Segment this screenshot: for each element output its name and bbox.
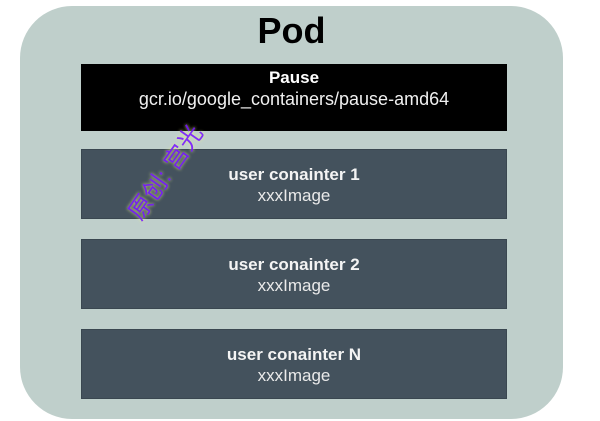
user-container-n: user conainter N xxxImage: [81, 329, 507, 399]
pause-container-image: gcr.io/google_containers/pause-amd64: [138, 89, 450, 109]
user-container-image: xxxImage: [257, 276, 331, 295]
user-container-name: user conainter 1: [228, 165, 360, 184]
pod-box: Pod Pause gcr.io/google_containers/pause…: [20, 6, 563, 419]
user-container-image: xxxImage: [257, 186, 331, 205]
pause-container: Pause gcr.io/google_containers/pause-amd…: [81, 64, 507, 131]
user-container-name: user conainter 2: [228, 255, 360, 274]
pause-container-name: Pause: [268, 68, 320, 87]
user-container-1: user conainter 1 xxxImage: [81, 149, 507, 219]
user-container-image: xxxImage: [257, 366, 331, 385]
user-container-2: user conainter 2 xxxImage: [81, 239, 507, 309]
pod-title: Pod: [257, 10, 326, 51]
user-container-name: user conainter N: [226, 345, 362, 364]
